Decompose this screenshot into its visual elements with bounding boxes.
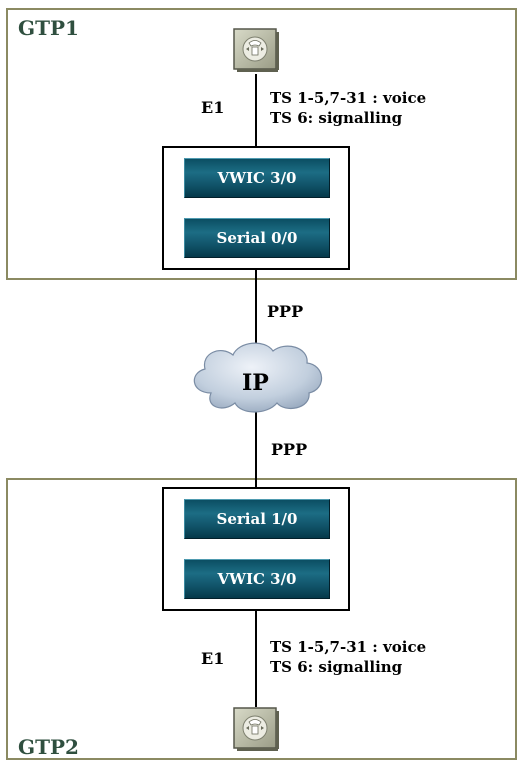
ppp-label-lower: PPP <box>271 440 308 459</box>
timeslot-info-top: TS 1-5,7-31 : voice TS 6: signalling <box>270 88 426 128</box>
serial-module-gtp2: Serial 1/0 <box>184 499 330 539</box>
router-gtp1: VWIC 3/0 Serial 0/0 <box>162 146 350 270</box>
timeslot-voice-bottom: TS 1-5,7-31 : voice <box>270 638 427 656</box>
site-gtp1-label: GTP1 <box>18 16 79 40</box>
ip-cloud-icon <box>183 333 329 417</box>
site-gtp2-label: GTP2 <box>18 735 79 759</box>
e1-link-label-bottom: E1 <box>201 649 225 668</box>
timeslot-info-bottom: TS 1-5,7-31 : voice TS 6: signalling <box>270 637 426 677</box>
timeslot-signalling-bottom: TS 6: signalling <box>270 658 403 676</box>
ppp-label-upper: PPP <box>267 302 304 321</box>
pbx-phone-icon <box>232 706 280 752</box>
e1-link-label-top: E1 <box>201 98 225 117</box>
e1-link-top-line <box>255 74 257 146</box>
ip-cloud-label: IP <box>242 370 269 396</box>
router-gtp2: Serial 1/0 VWIC 3/0 <box>162 487 350 611</box>
serial-module-gtp1: Serial 0/0 <box>184 218 330 258</box>
e1-link-bottom-line <box>255 611 257 707</box>
vwic-module-gtp2: VWIC 3/0 <box>184 559 330 599</box>
pbx-phone-icon <box>232 27 280 73</box>
timeslot-signalling-top: TS 6: signalling <box>270 109 403 127</box>
timeslot-voice-top: TS 1-5,7-31 : voice <box>270 89 427 107</box>
vwic-module-gtp1: VWIC 3/0 <box>184 158 330 198</box>
